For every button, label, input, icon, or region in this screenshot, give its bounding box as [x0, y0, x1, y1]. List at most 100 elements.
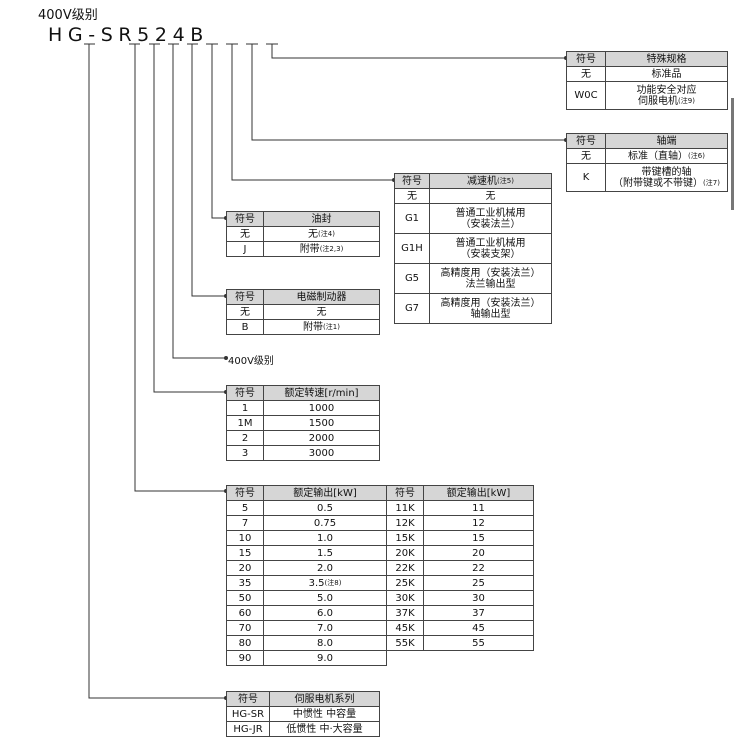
- cell-value: 普通工业机械用（安装支架）: [429, 233, 552, 264]
- model-code-char: G: [67, 24, 89, 46]
- model-code-char: S: [100, 24, 119, 46]
- cell-value: 3000: [263, 445, 380, 461]
- cell-symbol: 20: [226, 560, 264, 576]
- cell-symbol: 3: [226, 445, 264, 461]
- cell-symbol: K: [566, 163, 606, 192]
- col-header-speed: 额定转速[r/min]: [263, 385, 380, 401]
- cell-symbol: 11K: [386, 500, 424, 516]
- cell-symbol: 1M: [226, 415, 264, 431]
- col-header-symbol: 符号: [226, 691, 270, 707]
- col-header-brake: 电磁制动器: [263, 289, 380, 305]
- cell-symbol: 37K: [386, 605, 424, 621]
- cell-value: 1000: [263, 400, 380, 416]
- cell-value: 无: [263, 304, 380, 320]
- cell-value: [423, 650, 534, 666]
- cell-value: 低惯性 中·大容量: [269, 721, 380, 737]
- cell-value: 2.0: [263, 560, 387, 576]
- cell-value: 无(注4): [263, 226, 380, 242]
- cell-symbol: 25K: [386, 575, 424, 591]
- cell-symbol: 无: [566, 66, 606, 82]
- cell-symbol: G1H: [394, 233, 430, 264]
- col-header-special: 特殊规格: [605, 51, 728, 67]
- col-header-reducer: 减速机(注5): [429, 173, 552, 189]
- cell-symbol: B: [226, 319, 264, 335]
- cell-value: 2000: [263, 430, 380, 446]
- col-header-symbol: 符号: [566, 133, 606, 149]
- cell-symbol: J: [226, 241, 264, 257]
- cell-value: 7.0: [263, 620, 387, 636]
- brake-table: 符号 电磁制动器 无 无 B 附带(注1): [226, 289, 380, 335]
- model-code-char: 4: [172, 24, 191, 46]
- cell-symbol: 10: [226, 530, 264, 546]
- cell-value: 22: [423, 560, 534, 576]
- cell-symbol: G5: [394, 263, 430, 294]
- cell-symbol: 45K: [386, 620, 424, 636]
- cell-symbol: 无: [394, 188, 430, 204]
- cell-value: 37: [423, 605, 534, 621]
- voltage-class-title: 400V级别: [38, 8, 98, 23]
- col-header-symbol: 符号: [226, 485, 264, 501]
- cell-symbol: 22K: [386, 560, 424, 576]
- cell-value: 55: [423, 635, 534, 651]
- cell-value: 5.0: [263, 590, 387, 606]
- model-code-char: R: [118, 24, 138, 46]
- cell-symbol: HG-SR: [226, 706, 270, 722]
- cell-value: 高精度用（安装法兰）法兰输出型: [429, 263, 552, 294]
- cell-symbol: 30K: [386, 590, 424, 606]
- shaft-end-table: 符号 轴端 无 标准（直轴）(注6) K 带键槽的轴（附带键或不带键）(注7): [566, 133, 728, 192]
- model-code: HG-SR524B___: [48, 24, 254, 46]
- cell-symbol: 1: [226, 400, 264, 416]
- col-header-symbol: 符号: [566, 51, 606, 67]
- cell-symbol: 20K: [386, 545, 424, 561]
- col-header-symbol: 符号: [226, 289, 264, 305]
- model-code-char: H: [48, 24, 68, 46]
- cell-value: 20: [423, 545, 534, 561]
- cell-symbol: 15K: [386, 530, 424, 546]
- cell-value: 6.0: [263, 605, 387, 621]
- col-header-symbol: 符号: [226, 211, 264, 227]
- cell-value: 9.0: [263, 650, 387, 666]
- cell-value: 11: [423, 500, 534, 516]
- cell-symbol: [386, 650, 424, 666]
- cell-value: 无: [429, 188, 552, 204]
- cell-symbol: 50: [226, 590, 264, 606]
- cell-value: 附带(注1): [263, 319, 380, 335]
- cell-value: 0.5: [263, 500, 387, 516]
- special-spec-table: 符号 特殊规格 无 标准品 W0C 功能安全对应伺服电机(注9): [566, 51, 728, 110]
- col-header-output: 额定输出[kW]: [263, 485, 387, 501]
- cell-symbol: 55K: [386, 635, 424, 651]
- col-header-symbol: 符号: [226, 385, 264, 401]
- cell-value: 0.75: [263, 515, 387, 531]
- cell-value: 中惯性 中容量: [269, 706, 380, 722]
- cell-symbol: W0C: [566, 81, 606, 110]
- cell-value: 30: [423, 590, 534, 606]
- cell-value: 高精度用（安装法兰）轴输出型: [429, 293, 552, 324]
- cell-value: 功能安全对应伺服电机(注9): [605, 81, 728, 110]
- reducer-table: 符号 减速机(注5) 无 无 G1 普通工业机械用（安装法兰） G1H 普通工业…: [394, 173, 552, 324]
- cell-symbol: G1: [394, 203, 430, 234]
- cell-value: 标准品: [605, 66, 728, 82]
- cell-value: 1.0: [263, 530, 387, 546]
- cell-symbol: G7: [394, 293, 430, 324]
- cell-value: 普通工业机械用（安装法兰）: [429, 203, 552, 234]
- voltage-label: 400V级别: [228, 356, 274, 367]
- cell-symbol: HG-JR: [226, 721, 270, 737]
- oil-seal-table: 符号 油封 无 无(注4) J 附带(注2,3): [226, 211, 380, 257]
- cell-symbol: 无: [566, 148, 606, 164]
- col-header-shaft: 轴端: [605, 133, 728, 149]
- cell-value: 1.5: [263, 545, 387, 561]
- cell-value: 附带(注2,3): [263, 241, 380, 257]
- cell-value: 标准（直轴）(注6): [605, 148, 728, 164]
- cell-symbol: 80: [226, 635, 264, 651]
- model-code-char: 2: [154, 24, 173, 46]
- cell-symbol: 35: [226, 575, 264, 591]
- model-code-char: B: [190, 24, 209, 46]
- cell-value: 3.5(注8): [263, 575, 387, 591]
- cell-symbol: 7: [226, 515, 264, 531]
- cell-value: 带键槽的轴（附带键或不带键）(注7): [605, 163, 728, 192]
- cell-symbol: 5: [226, 500, 264, 516]
- model-code-char: 5: [137, 24, 155, 46]
- col-header-symbol: 符号: [386, 485, 424, 501]
